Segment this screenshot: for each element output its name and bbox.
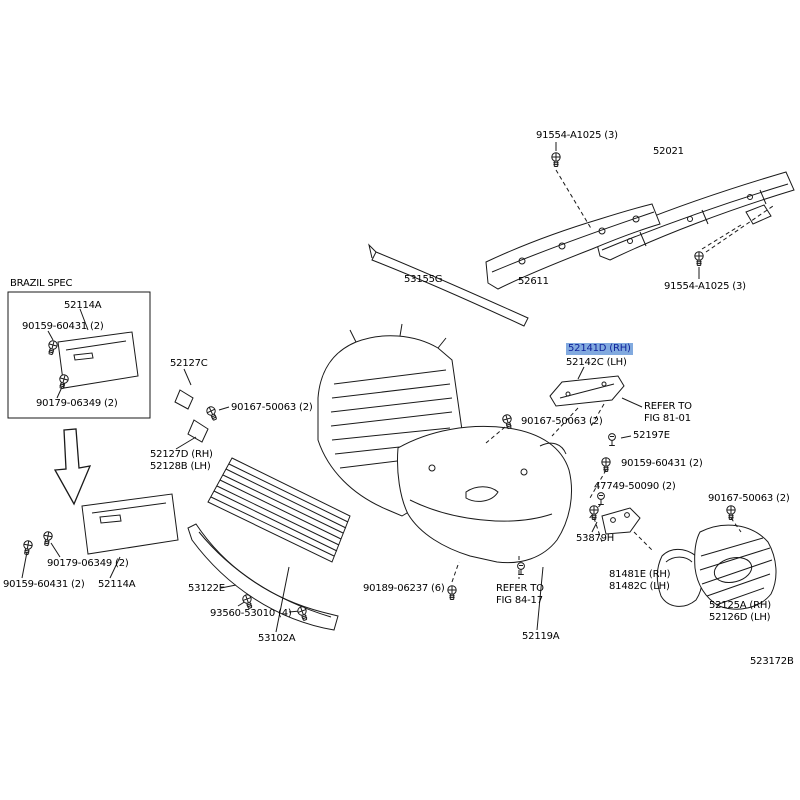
leader-lines xyxy=(21,142,700,633)
clip-icon xyxy=(608,433,616,446)
part-label-52119a[interactable]: 52119A xyxy=(522,631,560,642)
part-label-53122e[interactable]: 53122E xyxy=(188,583,225,594)
part-label-52142c[interactable]: 52142C (LH) xyxy=(566,357,627,368)
part-label-90167-50063-left[interactable]: 90167-50063 (2) xyxy=(231,402,313,413)
part-label-52125a-52126d[interactable]: 52125A (RH) 52126D (LH) xyxy=(709,600,771,623)
bumper-upper-support-drawing xyxy=(549,375,625,407)
part-label-90159-60431-box[interactable]: 90159-60431 (2) xyxy=(22,321,104,332)
note-refer-fig-84-17: REFER TO FIG 84-17 xyxy=(496,583,544,606)
fog-lamp-bracket-drawing xyxy=(601,507,641,535)
part-label-90179-06349-bottom[interactable]: 90179-06349 (2) xyxy=(47,558,129,569)
bumper-energy-absorber-drawing xyxy=(485,203,661,290)
bolt-icon xyxy=(551,152,561,167)
part-label-52021[interactable]: 52021 xyxy=(653,146,684,157)
bolt-icon xyxy=(601,457,611,472)
brazil-spec-box xyxy=(7,291,151,419)
brazil-spec-arrow xyxy=(53,428,92,506)
fog-lamp-cover-drawing xyxy=(656,549,703,607)
part-label-47749-50090[interactable]: 47749-50090 (2) xyxy=(594,481,676,492)
part-label-52114a-bottom[interactable]: 52114A xyxy=(98,579,136,590)
bolt-icon xyxy=(589,505,599,520)
part-label-91554-a1025-top[interactable]: 91554-A1025 (3) xyxy=(536,130,618,141)
part-label-53155g[interactable]: 53155G xyxy=(404,274,443,285)
bumper-side-bracket-drawing xyxy=(174,389,209,443)
part-label-90189-06237[interactable]: 90189-06237 (6) xyxy=(363,583,445,594)
clip-icon xyxy=(597,492,605,505)
part-label-90159-60431-bottom[interactable]: 90159-60431 (2) xyxy=(3,579,85,590)
part-label-52114a-box[interactable]: 52114A xyxy=(64,300,102,311)
part-label-90167-50063-center[interactable]: 90167-50063 (2) xyxy=(521,416,603,427)
fog-lamp-bezel-drawing xyxy=(694,524,777,610)
part-label-52141d-highlighted[interactable]: 52141D (RH) xyxy=(566,343,633,355)
part-label-52127c[interactable]: 52127C xyxy=(170,358,208,369)
note-brazil-spec: BRAZIL SPEC xyxy=(10,278,73,289)
part-label-52611[interactable]: 52611 xyxy=(518,276,549,287)
lower-grille-drawing xyxy=(207,457,351,563)
part-label-52197e[interactable]: 52197E xyxy=(633,430,670,441)
bolt-icon xyxy=(694,251,704,266)
front-bumper-cover-drawing xyxy=(397,425,572,564)
part-label-90167-50063-right[interactable]: 90167-50063 (2) xyxy=(708,493,790,504)
assembly-dashed-lines xyxy=(451,169,774,583)
bolt-icon xyxy=(45,339,59,356)
part-label-93560-53010[interactable]: 93560-53010 (4) xyxy=(210,608,292,619)
part-label-90159-60431-right[interactable]: 90159-60431 (2) xyxy=(621,458,703,469)
part-label-52127d-52128b[interactable]: 52127D (RH) 52128B (LH) xyxy=(150,449,213,472)
figure-id: 523172B xyxy=(750,656,794,667)
part-label-91554-a1025-right[interactable]: 91554-A1025 (3) xyxy=(664,281,746,292)
bolt-icon xyxy=(447,585,457,600)
part-label-53879h[interactable]: 53879H xyxy=(576,533,615,544)
part-label-53102a[interactable]: 53102A xyxy=(258,633,296,644)
note-refer-fig-81-01: REFER TO FIG 81-01 xyxy=(644,401,692,424)
lower-molding-drawing xyxy=(187,523,339,631)
radiator-support-seal-drawing xyxy=(368,243,529,327)
bolt-icon xyxy=(501,413,515,430)
part-label-81481e-81482c[interactable]: 81481E (RH) 81482C (LH) xyxy=(609,569,671,592)
bolt-icon xyxy=(204,404,220,422)
bolt-icon xyxy=(21,539,34,556)
part-label-90179-06349-box[interactable]: 90179-06349 (2) xyxy=(36,398,118,409)
license-plate-bracket-drawing xyxy=(81,493,179,555)
bolt-icon xyxy=(726,505,736,520)
